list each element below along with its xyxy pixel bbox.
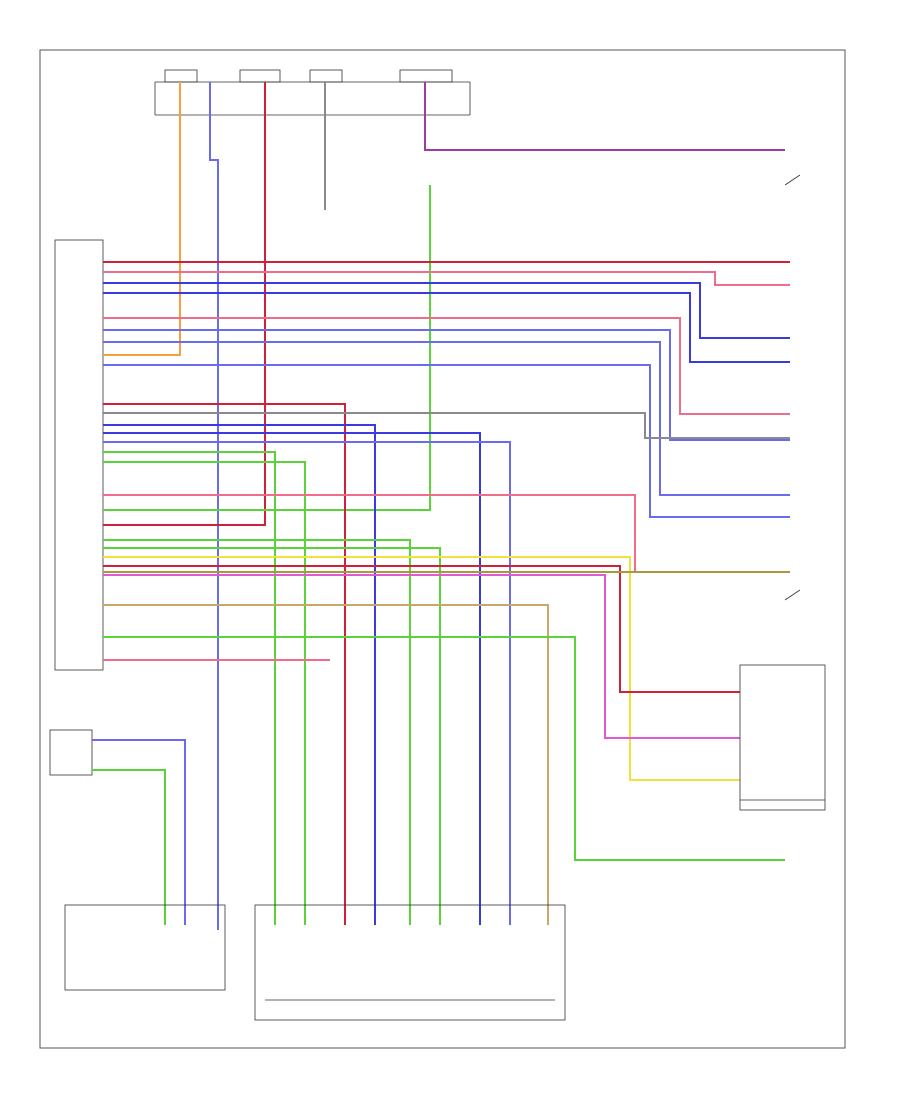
- fuse-block-group: [154, 69, 471, 116]
- wire-red-feed: [103, 82, 266, 526]
- wire-blue-6: [103, 432, 481, 925]
- wire-purple-feed: [424, 82, 785, 151]
- switch-icon: [784, 174, 801, 186]
- wire-green-lumbar: [92, 769, 166, 925]
- right-switches: [739, 174, 826, 811]
- diagram-frame: [39, 49, 846, 1049]
- fuse-block-1: [164, 69, 198, 83]
- wire-blue-3: [103, 341, 790, 496]
- top-feeds: [103, 82, 785, 930]
- power-seat-control-unit: [54, 239, 104, 671]
- wire-gray-1: [103, 412, 790, 439]
- wire-pink-1: [103, 271, 790, 286]
- memory-switch-block: [739, 664, 826, 811]
- fuse-block-4: [399, 69, 453, 83]
- wire-blue-5: [103, 424, 376, 925]
- wire-lightblue-feed: [209, 82, 219, 930]
- wire-green-1: [103, 451, 276, 925]
- fuse-block-2: [239, 69, 281, 83]
- wire-blue-2: [103, 292, 790, 363]
- wire-pink-3: [103, 494, 790, 573]
- lumbar-switch-body: [49, 729, 93, 776]
- wire-magenta-1: [103, 574, 740, 739]
- wire-pink-2: [103, 317, 790, 415]
- wire-orange-feed: [103, 82, 181, 356]
- wire-green-4: [103, 547, 441, 925]
- wire-green-3: [103, 539, 411, 925]
- wire-blue-4: [103, 364, 790, 518]
- lumbar-switch-group: [49, 729, 186, 925]
- power-seat-control-switch: [254, 904, 566, 1021]
- wire-green-2: [103, 461, 306, 925]
- lumbar-control-switch: [64, 904, 226, 991]
- wire-green-5: [103, 636, 785, 861]
- wire-lightblue-1: [103, 329, 790, 441]
- wire-lightblue-2: [103, 441, 511, 925]
- wire-red-3: [103, 565, 740, 693]
- wire-blue-lumbar: [92, 739, 186, 925]
- wire-red-2: [103, 403, 346, 925]
- fuse-block-3: [309, 69, 343, 83]
- wire-tan-1: [103, 604, 549, 925]
- unit-output-wires: [103, 261, 790, 925]
- control-unit-body: [54, 239, 104, 671]
- wire-blue-1: [103, 282, 790, 339]
- wire-yellow-1: [103, 556, 740, 781]
- bottom-switch-blocks: [64, 904, 566, 1021]
